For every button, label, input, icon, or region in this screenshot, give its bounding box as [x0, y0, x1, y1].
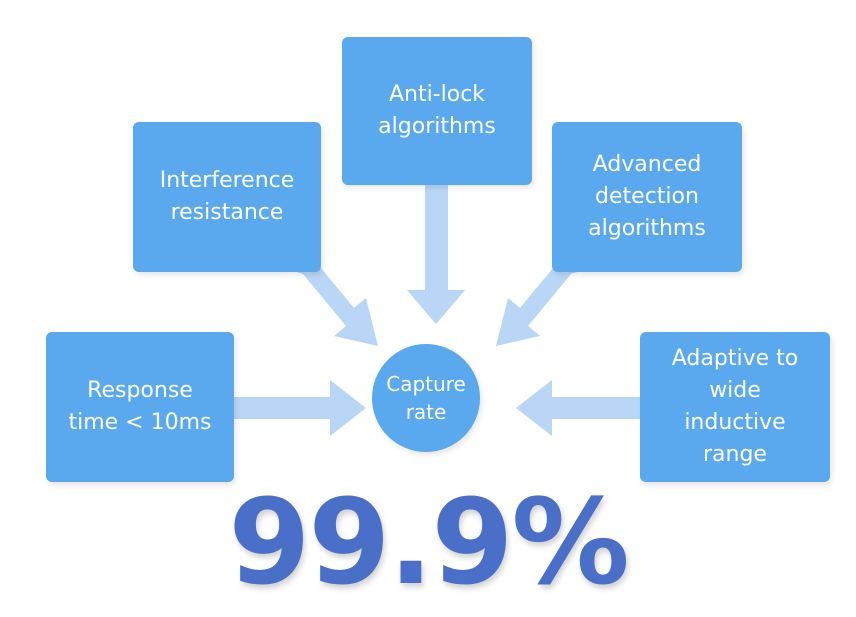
arrow-response-to-center — [234, 380, 366, 436]
arrow-advanced-to-center — [496, 256, 584, 346]
arrow-antilock-to-center — [407, 185, 465, 324]
interference-resistance-box: Interference resistance — [133, 122, 321, 272]
arrow-interference-to-center — [290, 256, 378, 346]
response-time-label: Response time < 10ms — [68, 378, 212, 435]
adaptive-range-box: Adaptive to wide inductive range — [640, 332, 830, 482]
capture-rate-percentage: 99.9% — [228, 473, 629, 611]
capture-rate-circle: Capture rate — [372, 344, 480, 452]
antilock-algorithms-box: Anti-lock algorithms — [342, 37, 532, 185]
advanced-detection-box: Advanced detection algorithms — [552, 122, 742, 272]
response-time-box: Response time < 10ms — [46, 332, 234, 482]
adaptive-range-label: Adaptive to wide inductive range — [671, 346, 799, 467]
interference-resistance-label: Interference resistance — [159, 168, 295, 225]
arrow-adaptive-to-center — [516, 380, 640, 436]
advanced-detection-label: Advanced detection algorithms — [588, 152, 706, 241]
antilock-algorithms-label: Anti-lock algorithms — [378, 82, 496, 139]
capture-rate-label: Capture rate — [386, 372, 466, 424]
